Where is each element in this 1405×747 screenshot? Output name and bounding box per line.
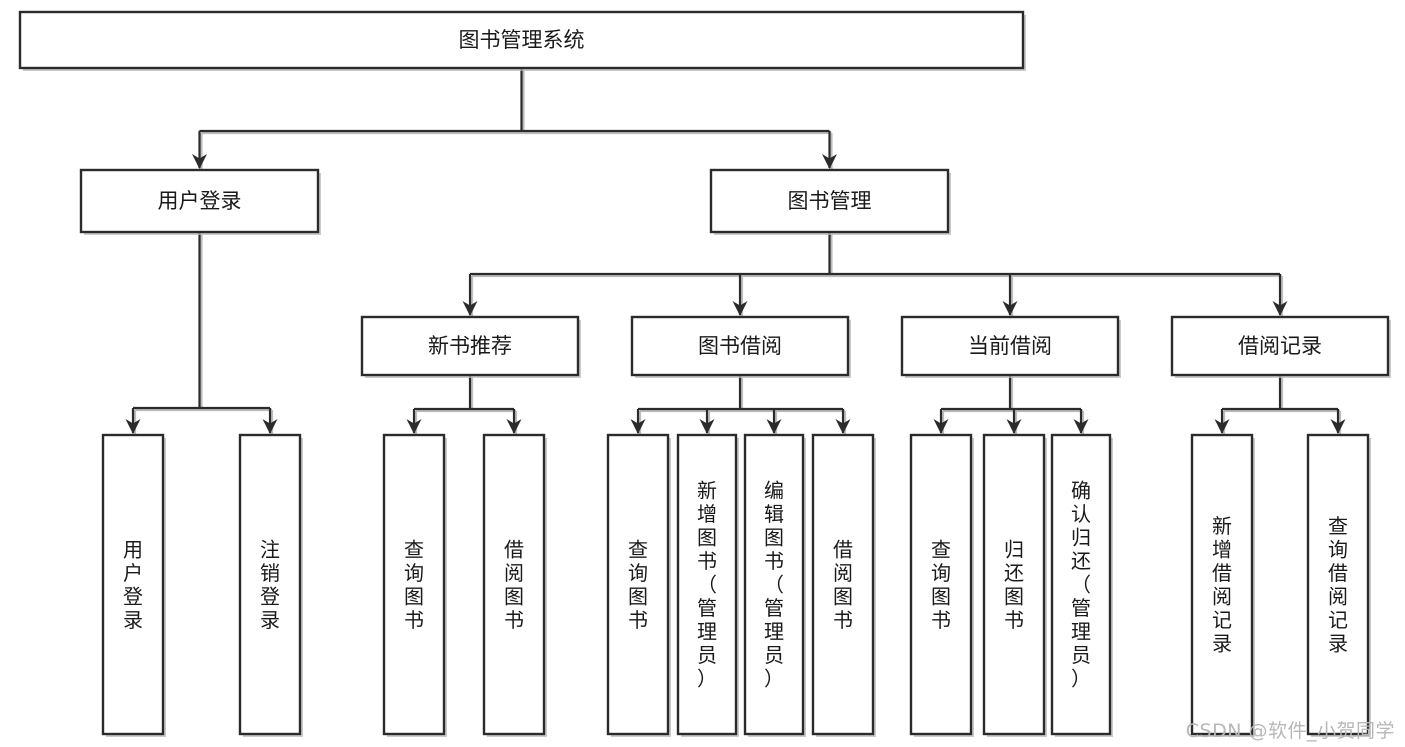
node-rect[interactable] bbox=[982, 433, 1046, 736]
node-label: 当前借阅 bbox=[968, 334, 1052, 358]
node-rect[interactable] bbox=[630, 315, 850, 377]
node-leaf-user-login[interactable]: 用户登录 bbox=[101, 433, 166, 737]
leaf-label: 借阅图书 bbox=[504, 537, 524, 632]
node-label: 用户登录 bbox=[158, 189, 242, 213]
node-leaf-query-book-3[interactable]: 查询图书 bbox=[909, 433, 974, 737]
arrow-head-icon bbox=[1214, 419, 1230, 434]
arrow-head-icon bbox=[630, 419, 646, 434]
node-leaf-edit-book[interactable]: 编辑图书（管理员） bbox=[743, 433, 806, 737]
node-label: 图书借阅 bbox=[698, 334, 782, 358]
node-rect[interactable] bbox=[811, 433, 875, 736]
node-rect[interactable] bbox=[79, 168, 320, 234]
leaf-label: 查询图书 bbox=[931, 537, 951, 632]
leaf-label: 确认归还（管理员） bbox=[1071, 479, 1091, 691]
node-book-manage[interactable]: 图书管理 bbox=[709, 168, 951, 235]
node-rect[interactable] bbox=[1170, 315, 1390, 377]
node-leaf-query-book-1[interactable]: 查询图书 bbox=[382, 433, 447, 737]
node-layer: 图书管理系统用户登录图书管理新书推荐图书借阅当前借阅借阅记录用户登录注销登录查询… bbox=[18, 10, 1391, 737]
arrow-head-icon bbox=[1006, 419, 1022, 434]
leaf-label: 借阅图书 bbox=[833, 537, 853, 632]
node-label: 图书管理 bbox=[788, 189, 872, 213]
leaf-label: 编辑图书（管理员） bbox=[764, 479, 784, 691]
arrow-head-icon bbox=[125, 419, 141, 434]
node-leaf-confirm-return[interactable]: 确认归还（管理员） bbox=[1050, 433, 1113, 737]
leaf-label: 归还图书 bbox=[1004, 537, 1024, 632]
node-rect[interactable] bbox=[1050, 433, 1112, 736]
leaf-label: 注销登录 bbox=[260, 537, 280, 632]
node-rect[interactable] bbox=[101, 433, 165, 736]
leaf-label: 用户登录 bbox=[123, 537, 143, 632]
node-rect[interactable] bbox=[238, 433, 302, 736]
leaf-label: 查询借阅记录 bbox=[1328, 514, 1348, 656]
node-leaf-borrow-book-1[interactable]: 借阅图书 bbox=[482, 433, 547, 737]
leaf-label: 新增图书（管理员） bbox=[697, 479, 717, 691]
node-label: 借阅记录 bbox=[1238, 334, 1322, 358]
arrow-head-icon bbox=[822, 154, 837, 169]
arrow-head-icon bbox=[1073, 419, 1089, 434]
arrow-head-icon bbox=[933, 419, 949, 434]
arrow-head-icon bbox=[1330, 419, 1346, 434]
node-leaf-query-record[interactable]: 查询借阅记录 bbox=[1306, 433, 1371, 737]
connector-layer bbox=[125, 68, 1346, 435]
arrow-head-icon bbox=[406, 419, 422, 434]
arrow-head-icon bbox=[506, 419, 522, 434]
arrow-head-icon bbox=[732, 301, 748, 316]
arrow-head-icon bbox=[699, 419, 715, 434]
node-rect[interactable] bbox=[909, 433, 973, 736]
arrow-head-icon bbox=[262, 419, 278, 434]
node-borrow-record[interactable]: 借阅记录 bbox=[1170, 315, 1391, 378]
arrow-head-icon bbox=[766, 419, 782, 434]
leaf-label: 查询图书 bbox=[628, 537, 648, 632]
node-book-borrow[interactable]: 图书借阅 bbox=[630, 315, 851, 378]
node-rect[interactable] bbox=[900, 315, 1120, 377]
node-rect[interactable] bbox=[1306, 433, 1370, 736]
arrow-head-icon bbox=[835, 419, 851, 434]
node-rect[interactable] bbox=[1190, 433, 1254, 736]
node-rect[interactable] bbox=[676, 433, 738, 736]
node-user-login[interactable]: 用户登录 bbox=[79, 168, 321, 235]
node-rect[interactable] bbox=[482, 433, 546, 736]
node-leaf-add-book[interactable]: 新增图书（管理员） bbox=[676, 433, 739, 737]
arrow-head-icon bbox=[192, 154, 207, 169]
leaf-label: 查询图书 bbox=[404, 537, 424, 632]
node-rect[interactable] bbox=[709, 168, 950, 234]
node-rect[interactable] bbox=[360, 315, 580, 377]
node-leaf-add-record[interactable]: 新增借阅记录 bbox=[1190, 433, 1255, 737]
node-leaf-logout[interactable]: 注销登录 bbox=[238, 433, 303, 737]
arrow-head-icon bbox=[1002, 301, 1018, 316]
node-current-borrow[interactable]: 当前借阅 bbox=[900, 315, 1121, 378]
node-leaf-borrow-book-2[interactable]: 借阅图书 bbox=[811, 433, 876, 737]
watermark-text: CSDN @软件_小贺同学 bbox=[1185, 720, 1395, 742]
node-root[interactable]: 图书管理系统 bbox=[18, 10, 1026, 71]
node-new-book-rec[interactable]: 新书推荐 bbox=[360, 315, 581, 378]
node-rect[interactable] bbox=[606, 433, 670, 736]
node-leaf-return-book[interactable]: 归还图书 bbox=[982, 433, 1047, 737]
leaf-label: 新增借阅记录 bbox=[1212, 514, 1232, 656]
node-rect[interactable] bbox=[18, 10, 1025, 70]
node-leaf-query-book-2[interactable]: 查询图书 bbox=[606, 433, 671, 737]
node-label: 新书推荐 bbox=[428, 334, 512, 358]
node-rect[interactable] bbox=[382, 433, 446, 736]
arrow-head-icon bbox=[462, 301, 478, 316]
node-label: 图书管理系统 bbox=[459, 28, 585, 52]
node-rect[interactable] bbox=[743, 433, 805, 736]
arrow-head-icon bbox=[1272, 301, 1288, 316]
